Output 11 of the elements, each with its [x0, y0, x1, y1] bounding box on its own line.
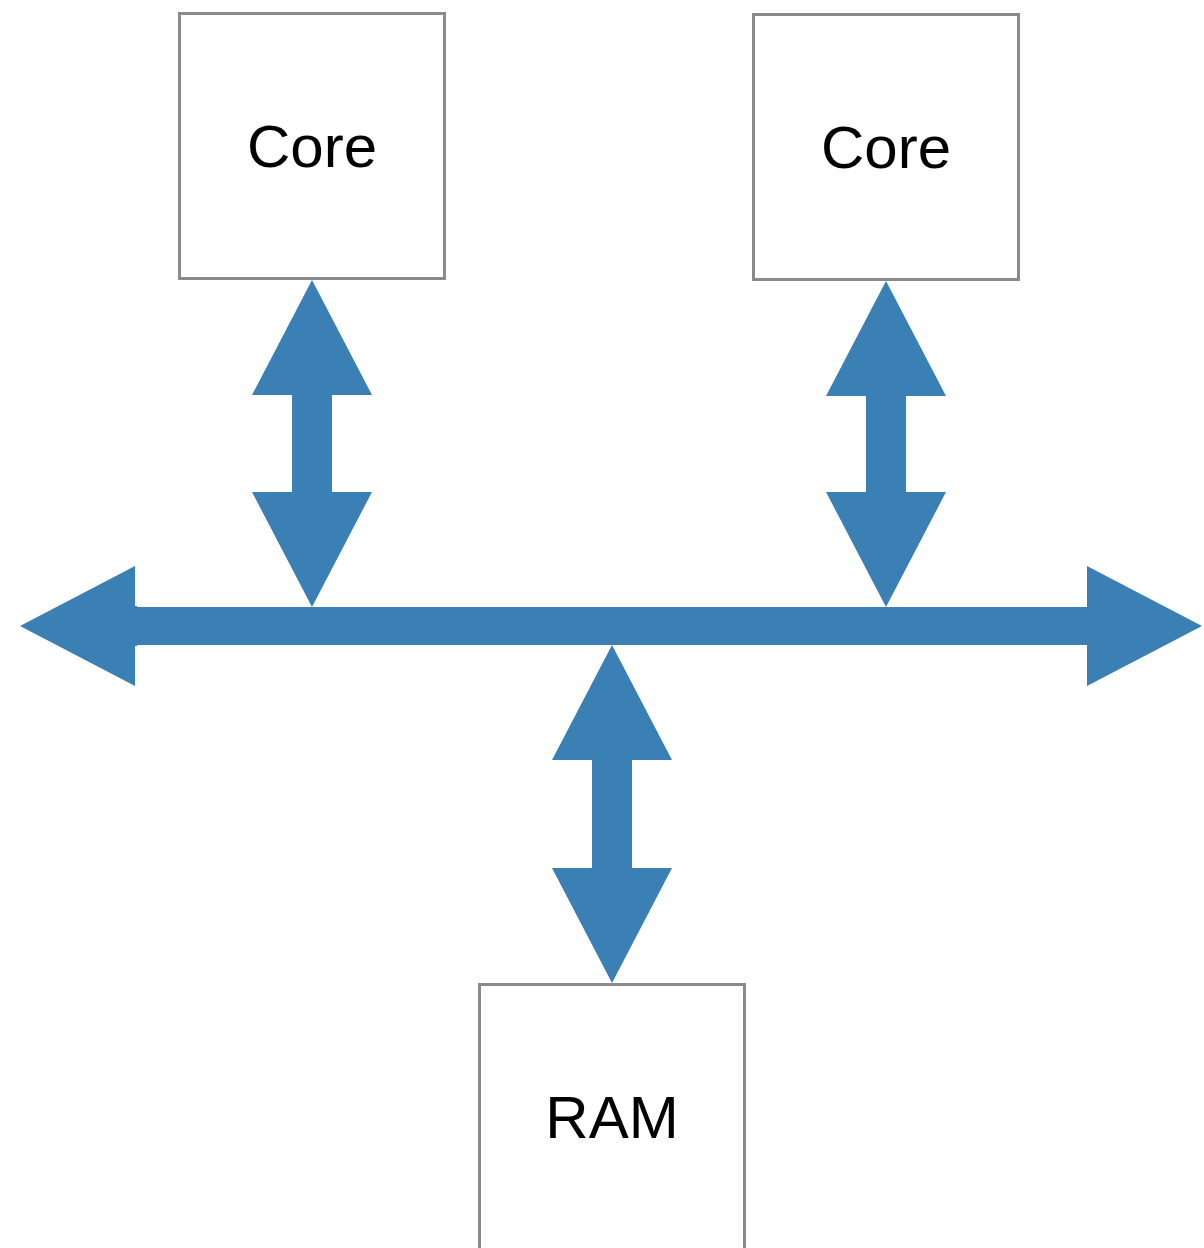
double-arrow	[252, 280, 372, 607]
component-label: RAM	[545, 1082, 679, 1152]
component-box	[752, 13, 1020, 281]
arrow	[1087, 566, 1202, 686]
component-box	[178, 12, 446, 280]
arrow	[20, 566, 137, 686]
double-arrow	[552, 645, 672, 983]
component-label: Core	[246, 111, 378, 181]
component-box	[478, 983, 746, 1248]
component-label: Core	[820, 112, 952, 182]
double-arrow	[826, 281, 946, 607]
